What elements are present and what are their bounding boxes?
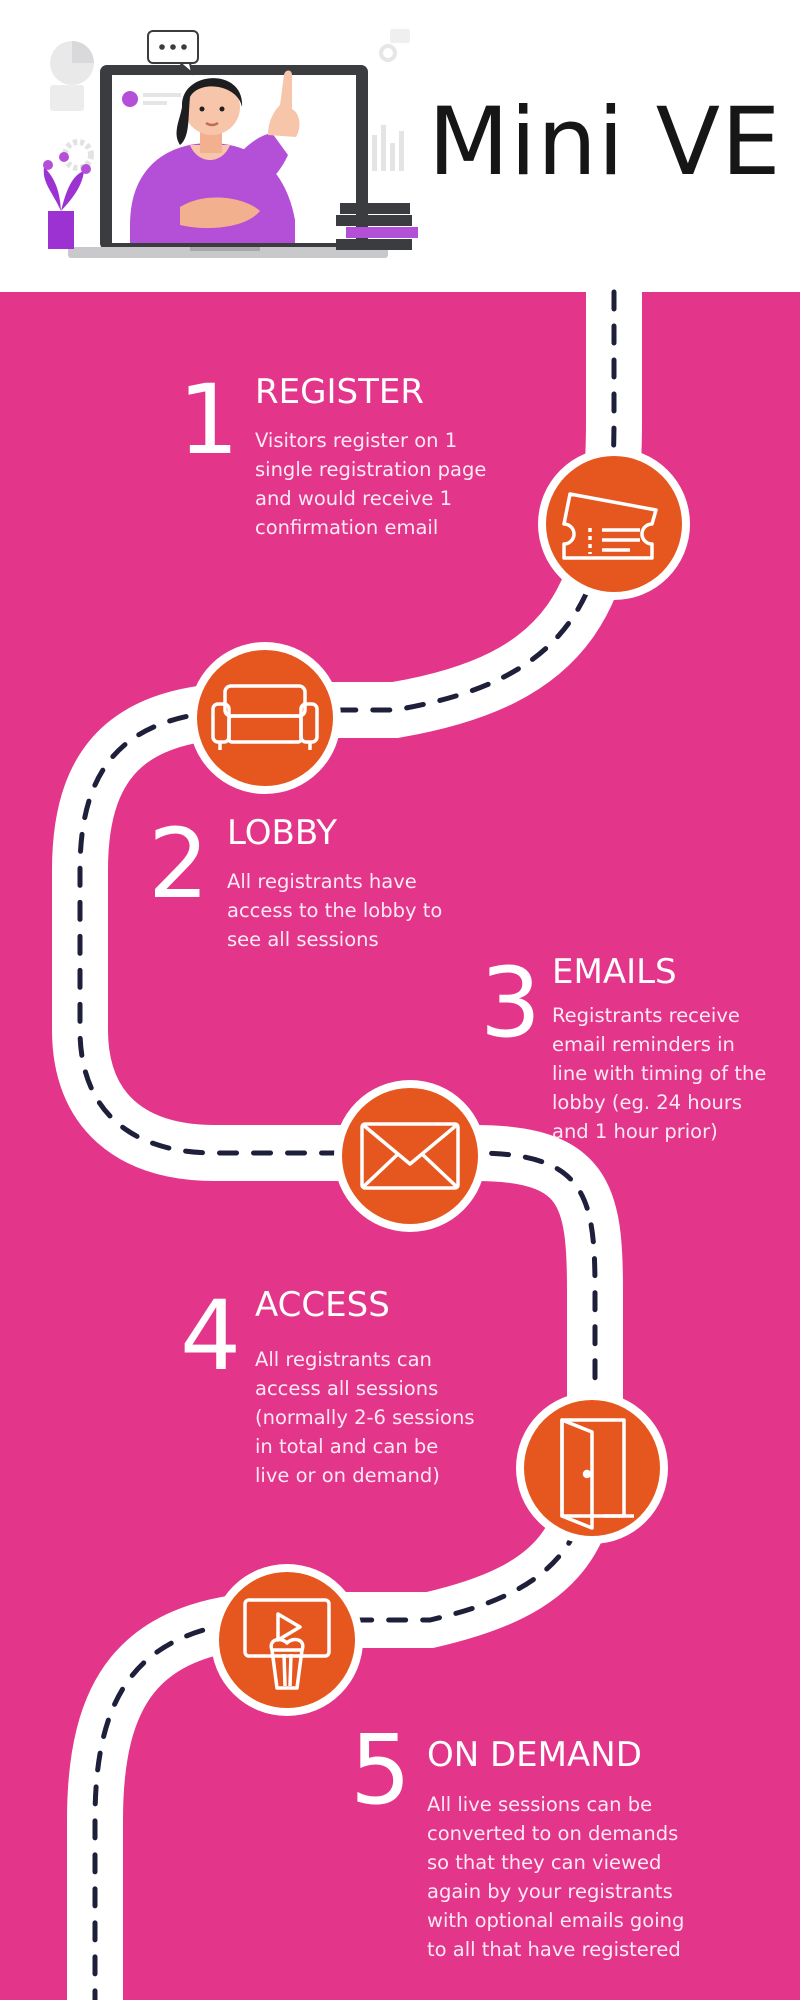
sofa-icon xyxy=(189,642,341,794)
step-2-title: LOBBY xyxy=(227,813,338,853)
bar-chart-decoration xyxy=(372,125,404,171)
step-4-number: 4 xyxy=(180,1280,242,1392)
step-1-description: Visitors register on 1 single registrati… xyxy=(255,429,487,539)
note-decoration xyxy=(390,29,410,43)
gear-icon-small xyxy=(379,44,397,62)
person-head xyxy=(184,79,240,135)
step-1-number: 1 xyxy=(178,364,240,476)
card-decoration xyxy=(50,85,84,111)
step-5-title: ON DEMAND xyxy=(427,1735,642,1775)
ticket-icon xyxy=(538,448,690,600)
pointing-hand xyxy=(268,70,300,137)
envelope-icon xyxy=(334,1080,486,1232)
laptop-base xyxy=(68,247,388,258)
video-popcorn-icon xyxy=(211,1564,363,1716)
step-3-description: Registrants receive email reminders in l… xyxy=(552,1004,767,1143)
step-1-title: REGISTER xyxy=(255,372,424,412)
door-icon xyxy=(516,1392,668,1544)
gear-icon xyxy=(62,139,94,171)
header: Mini VE xyxy=(0,0,800,292)
book-stack xyxy=(340,203,410,214)
page-title: Mini VE xyxy=(428,88,782,197)
step-3-title: EMAILS xyxy=(552,952,677,992)
plant-pot xyxy=(48,211,74,249)
avatar xyxy=(122,91,138,107)
step-4-description: All registrants can access all sessions … xyxy=(255,1348,475,1487)
step-4-title: ACCESS xyxy=(255,1285,390,1325)
step-3-number: 3 xyxy=(480,947,542,1059)
step-5-number: 5 xyxy=(350,1714,412,1826)
step-2-description: All registrants have access to the lobby… xyxy=(227,870,443,951)
step-2-number: 2 xyxy=(148,808,210,920)
step-5-description: All live sessions can be converted to on… xyxy=(427,1793,685,1961)
presenter-illustration xyxy=(43,29,418,258)
plant-leaves xyxy=(43,167,84,211)
